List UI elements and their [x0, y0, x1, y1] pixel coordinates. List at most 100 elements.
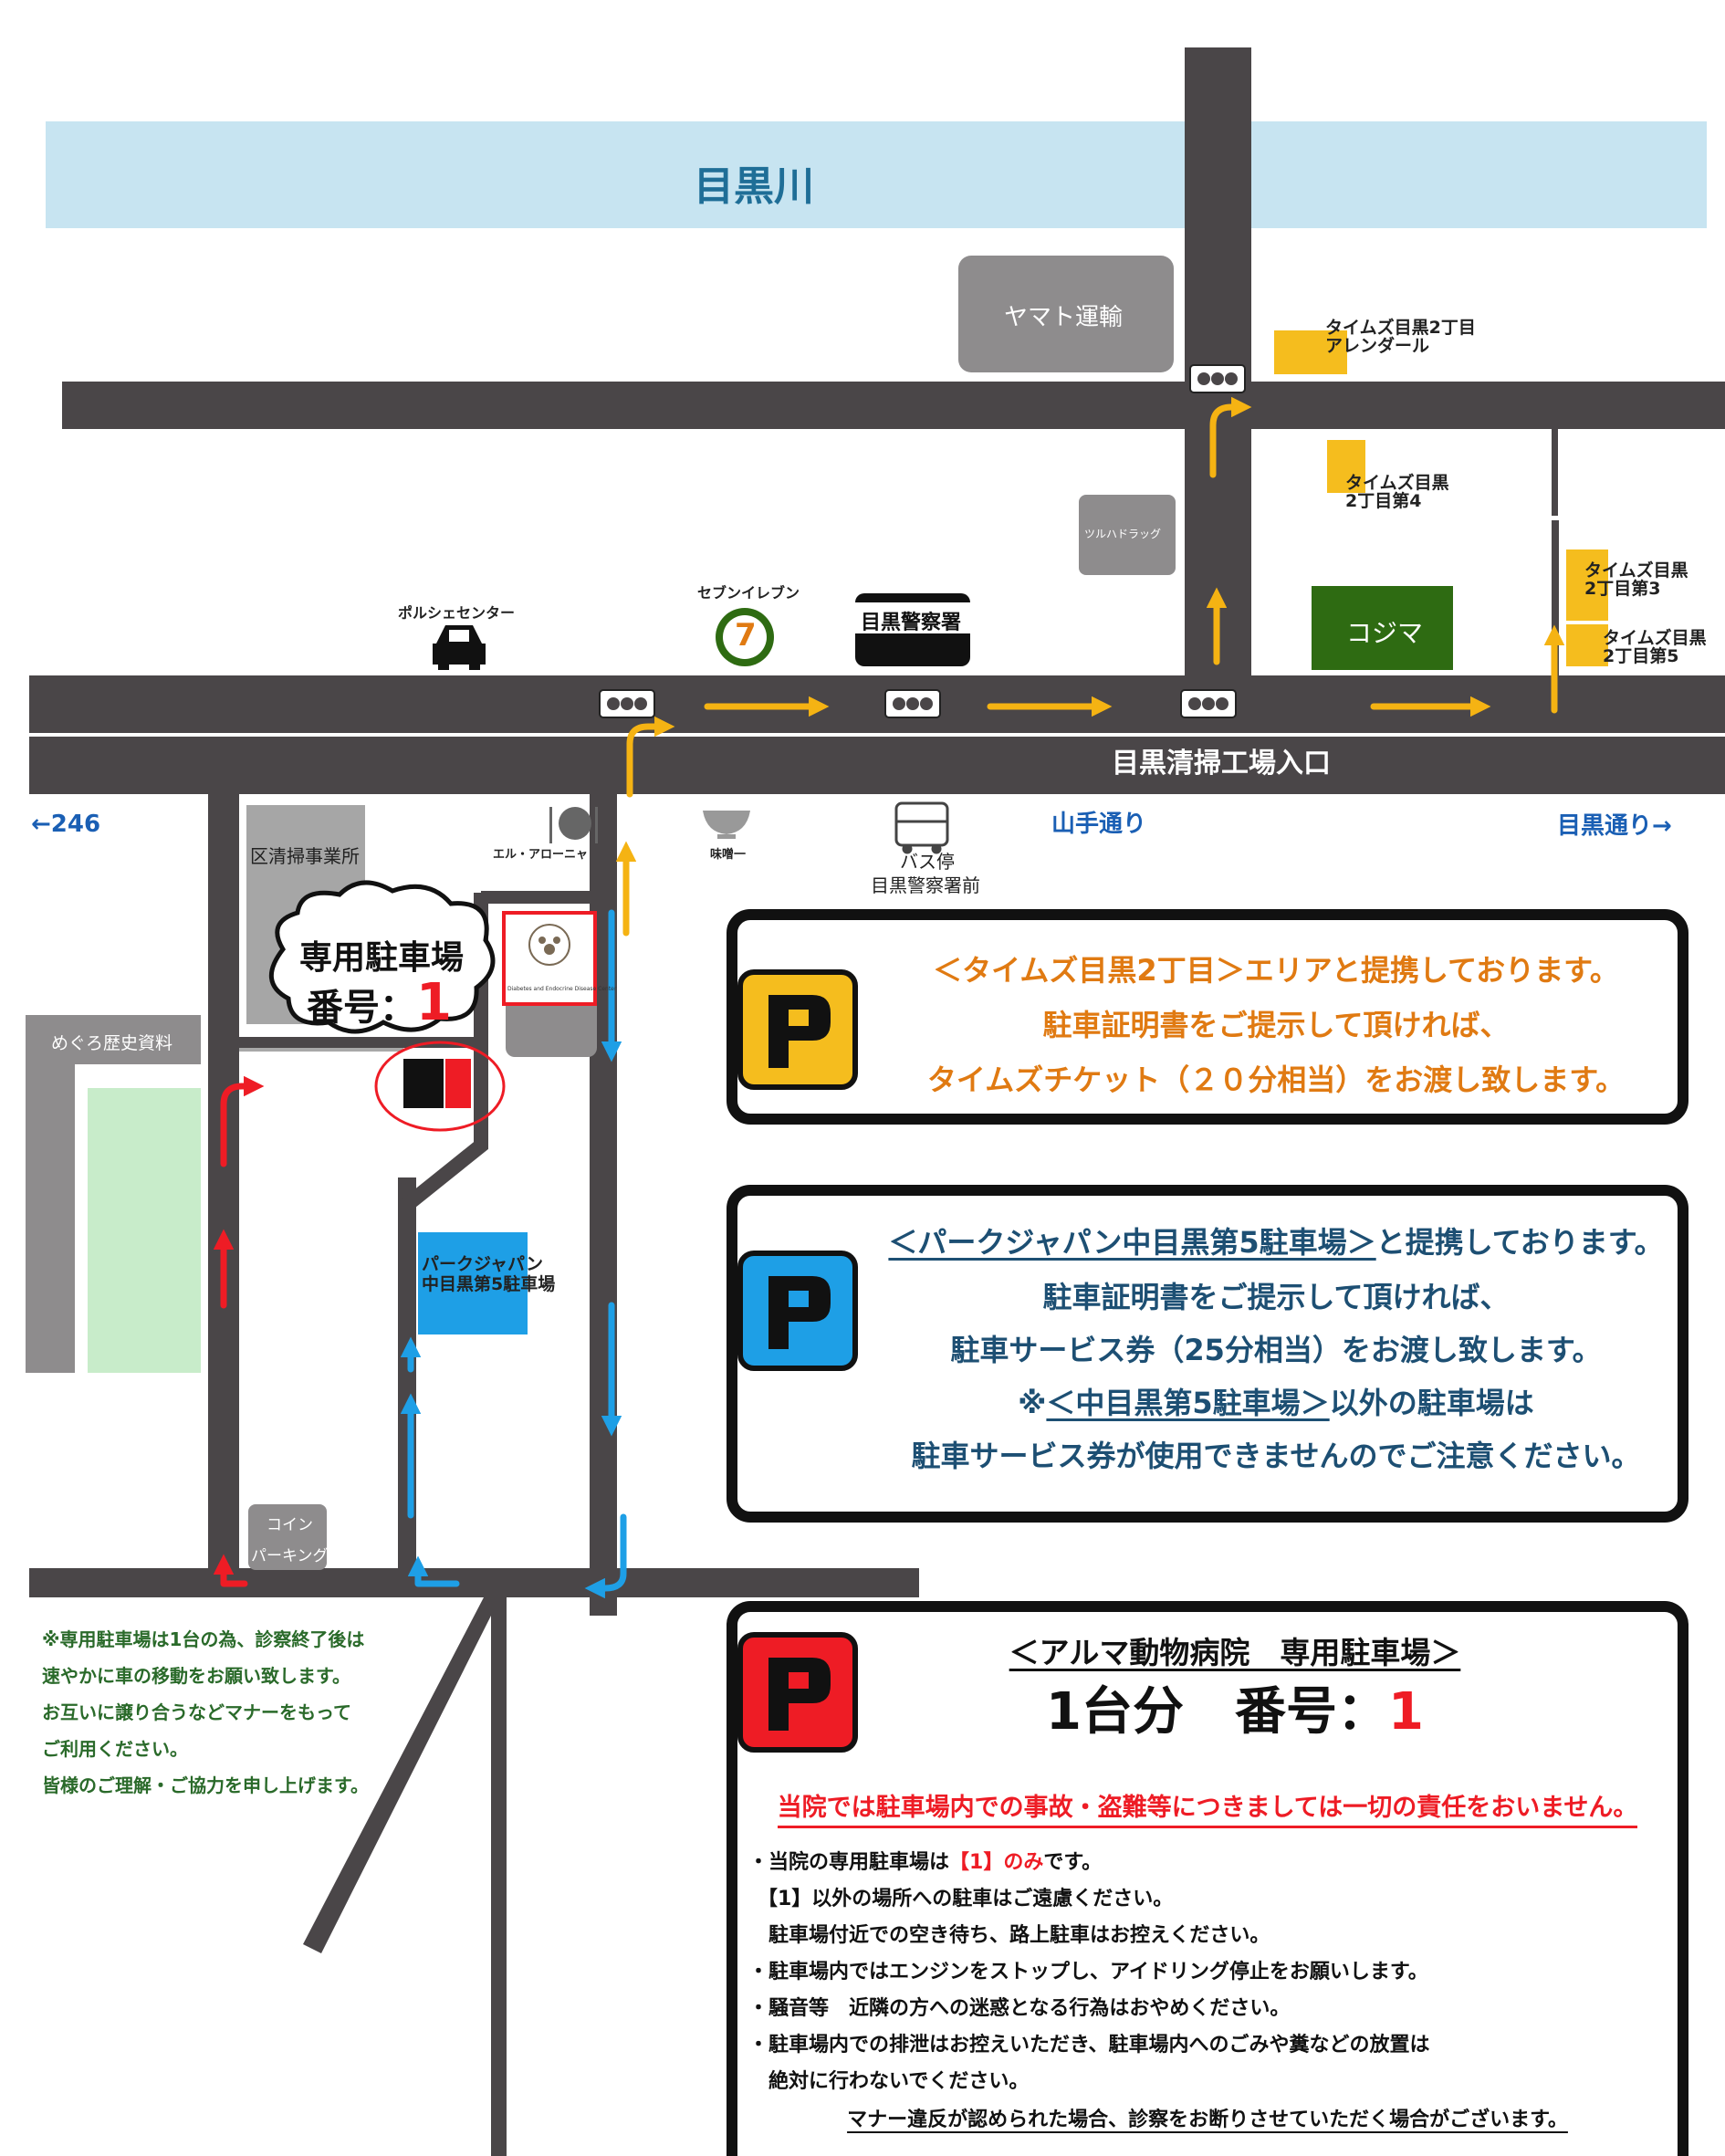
times-arendal-label-1: タイムズ目黒2丁目 — [1325, 318, 1476, 338]
hospital-parking-slot — [374, 1041, 506, 1132]
times-arendal-label-2: アレンダール — [1325, 336, 1430, 356]
cloud-number-label: 番号： — [307, 987, 416, 1029]
alma-b4: ・駐車場内での排泄はお控えいただき、駐車場内へのごみや糞などの放置は — [748, 2034, 1430, 2057]
notice-line-1: ※専用駐車場は1台の為、診察終了後は — [42, 1628, 365, 1650]
alma-subtitle: 1台分 番号：1 — [737, 1670, 1678, 1744]
park-japan-label-1: パークジャパン — [422, 1254, 544, 1274]
history-label: めぐろ歴史資料 — [51, 1033, 173, 1053]
alma-b1-pre: ・当院の専用駐車場は — [748, 1851, 950, 1874]
cloud-line1: 専用駐車場 — [299, 939, 465, 977]
park-line1-highlight: ＜パークジャパン中目黒第5駐車場＞ — [888, 1225, 1376, 1260]
alma-footer: マナー違反が認められた場合、診察をお断りさせていただく場合がございます。 — [737, 2103, 1678, 2132]
meguro-dori-label: 目黒通り→ — [1557, 812, 1672, 840]
park-japan-label-2: 中目黒第5駐車場 — [422, 1274, 556, 1294]
el-arroniya-label: エル・アローニャ — [493, 848, 589, 862]
yellow-arrow-turn-1 — [626, 716, 675, 798]
notice-line-5: 皆様のご理解・ご協力を申し上げます。 — [42, 1774, 369, 1796]
traffic-signal-4 — [1189, 364, 1246, 393]
blue-arrow-left-up — [407, 1555, 460, 1587]
seven-label: セブンイレブン — [697, 584, 800, 602]
river-meguro — [46, 121, 1707, 228]
park-japan-parking-icon — [737, 1251, 858, 1371]
alma-b2: ・駐車場内ではエンジンをストップし、アイドリング停止をお願いします。 — [748, 1961, 1428, 1983]
bus-stop-label-2: 目黒警察署前 — [871, 874, 980, 896]
times-line3: タイムズチケット（２０分相当）をお渡し致します。 — [926, 1062, 1626, 1097]
alma-subtitle-num: 1 — [1388, 1682, 1424, 1742]
p-glyph-icon-blue — [768, 1276, 831, 1349]
alma-subtitle-main: 1台分 番号： — [1046, 1682, 1388, 1742]
alma-b3: ・騒音等 近隣の方への迷惑となる行為はおやめください。 — [748, 1997, 1291, 2020]
info-box-times: ＜タイムズ目黒2丁目＞エリアと提携しております。 駐車証明書をご提示して頂ければ… — [727, 909, 1688, 1125]
cloud-number: 1 — [416, 973, 452, 1032]
times-line1: ＜タイムズ目黒2丁目＞エリアと提携しております。 — [933, 953, 1619, 988]
building-history — [26, 1015, 201, 1373]
alma-warning: 当院では駐車場内での事故・盗難等につきましては一切の責任をおいません。 — [737, 1787, 1678, 1828]
ramen-bowl-icon — [703, 811, 750, 839]
alma-b4-l2: 絶対に行わないでください。 — [768, 2070, 1030, 2093]
alma-warning-text: 当院では駐車場内での事故・盗難等につきましては一切の責任をおいません。 — [777, 1794, 1638, 1828]
times-line2: 駐車証明書をご提示して頂ければ、 — [1042, 1008, 1510, 1042]
porsche-label: ポルシェセンター — [398, 604, 516, 622]
red-arrow-turn — [220, 1075, 265, 1167]
alma-parking-icon — [737, 1632, 858, 1753]
kojima-label: コジマ — [1346, 618, 1424, 648]
road-local-bottom — [29, 1568, 919, 1597]
building-kojima — [1312, 586, 1453, 670]
building-coin-parking — [248, 1504, 327, 1570]
times-3-label-1: タイムズ目黒 — [1584, 560, 1688, 581]
tsuruha-label: ツルハドラッグ — [1084, 528, 1162, 540]
coin-parking-label-2: パーキング — [251, 1547, 329, 1565]
alma-b1-red: 【1】のみ — [949, 1851, 1044, 1874]
building-park-japan — [418, 1232, 528, 1334]
info-box-alma: ＜アルマ動物病院 専用駐車場＞ 1台分 番号：1 当院では駐車場内での事故・盗難… — [727, 1601, 1688, 2156]
seven-number: 7 — [735, 617, 757, 654]
police-sign-band — [855, 602, 970, 633]
route246-label: ←246 — [31, 811, 101, 838]
park-line1-rest: と提携しております。 — [1375, 1225, 1664, 1260]
red-route-arrows — [213, 1075, 265, 1587]
traffic-signal-1 — [599, 689, 655, 718]
parking-cloud — [268, 880, 496, 1034]
road-yamate-divider — [29, 733, 1725, 737]
traffic-signal-2 — [884, 689, 941, 718]
restaurant-icon — [549, 807, 598, 843]
car-icon — [433, 625, 486, 670]
times-5-label-1: タイムズ目黒 — [1603, 628, 1707, 648]
road-south-vertical — [491, 1597, 507, 2156]
misoichi-label: 味噌一 — [710, 848, 747, 862]
notice-block: ※専用駐車場は1台の為、診察終了後は 速やかに車の移動をお願い致します。 お互い… — [42, 1621, 462, 1804]
hospital-sign-label: Diabetes and Endocrine Disease Center — [507, 986, 617, 992]
yamato-label: ヤマト運輸 — [1004, 304, 1124, 331]
times-parking-icon — [737, 969, 858, 1090]
red-arrow-left-up — [213, 1554, 248, 1587]
park-line3: 駐車サービス券（25分相当）をお渡し致します。 — [950, 1333, 1602, 1367]
times-3-lot — [1566, 549, 1608, 621]
notice-line-3: お互いに譲り合うなどマナーをもって — [42, 1701, 351, 1723]
p-glyph-icon — [768, 995, 831, 1068]
alma-title: ＜アルマ動物病院 専用駐車場＞ — [737, 1628, 1678, 1672]
notice-line-4: ご利用ください。 — [42, 1738, 188, 1760]
seisou-office-label: 区清掃事業所 — [250, 845, 360, 867]
alma-footer-text: マナー違反が認められた場合、診察をお断りさせていただく場合がございます。 — [847, 2109, 1568, 2131]
times-4-label-2: 2丁目第4 — [1345, 491, 1422, 511]
times-4-label-1: タイムズ目黒 — [1345, 473, 1449, 493]
cloud-line2: 番号：1 — [307, 973, 452, 1032]
road-upper-east-west — [62, 382, 1725, 429]
alma-b1-l3: 駐車場付近での空き待ち、路上駐車はお控えください。 — [768, 1924, 1270, 1947]
alma-b1-l2: 【1】以外の場所への駐車はご遠慮ください。 — [758, 1888, 1174, 1910]
river-label: 目黒川 — [694, 163, 814, 210]
alma-b1: ・当院の専用駐車場は【1】のみです。 — [748, 1846, 1102, 1875]
blue-route-arrows — [400, 909, 627, 1599]
times-5-label-2: 2丁目第5 — [1603, 646, 1679, 666]
park-line5: 駐車サービス券が使用できませんのでご注意ください。 — [911, 1439, 1641, 1473]
park-line4-rest: 以外の駐車場は — [1329, 1386, 1534, 1420]
building-yamato — [958, 256, 1174, 372]
yellow-route-arrows — [615, 396, 1565, 937]
park-line4: ※＜中目黒第5駐車場＞以外の駐車場は — [737, 1380, 1678, 1422]
park-line2: 駐車証明書をご提示して頂ければ、 — [1042, 1280, 1510, 1314]
coin-parking-label-1: コイン — [267, 1516, 313, 1534]
road-local-left — [208, 794, 239, 1579]
traffic-signal-3 — [1180, 689, 1237, 718]
times-3-label-2: 2丁目第3 — [1584, 579, 1661, 599]
road-vertical-north — [1185, 47, 1251, 677]
